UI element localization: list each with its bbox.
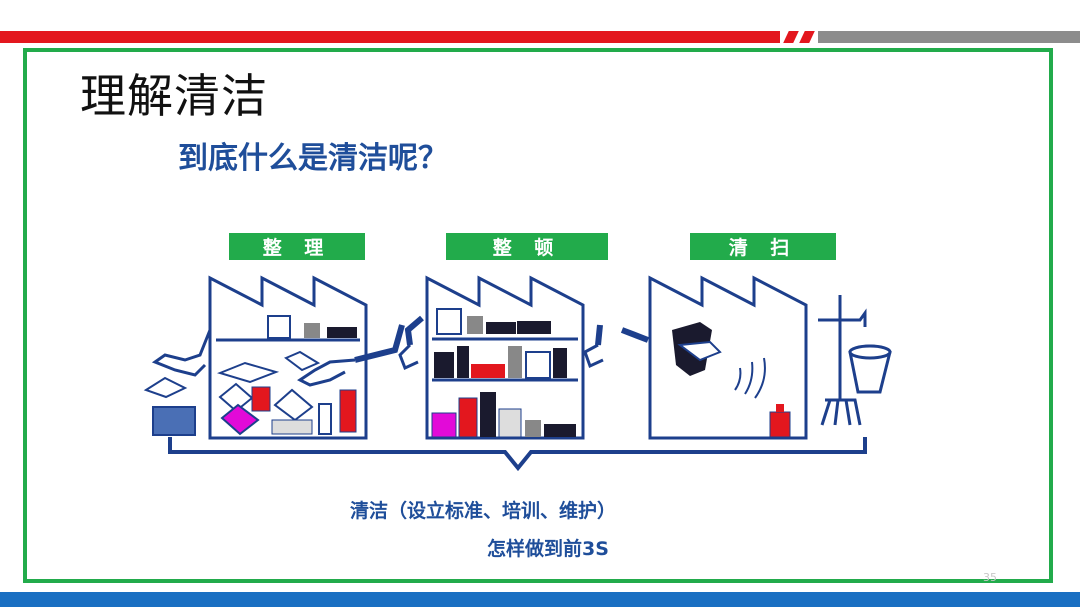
page-number: 35 <box>983 571 997 584</box>
footer-blue-bar <box>0 592 1080 607</box>
mop-and-bucket-icon <box>818 295 890 425</box>
caption-how-to: 怎样做到前3S <box>487 534 609 561</box>
bracket-icon <box>170 437 865 468</box>
caption-standardize: 清洁（设立标准、培训、维护） <box>350 496 616 523</box>
